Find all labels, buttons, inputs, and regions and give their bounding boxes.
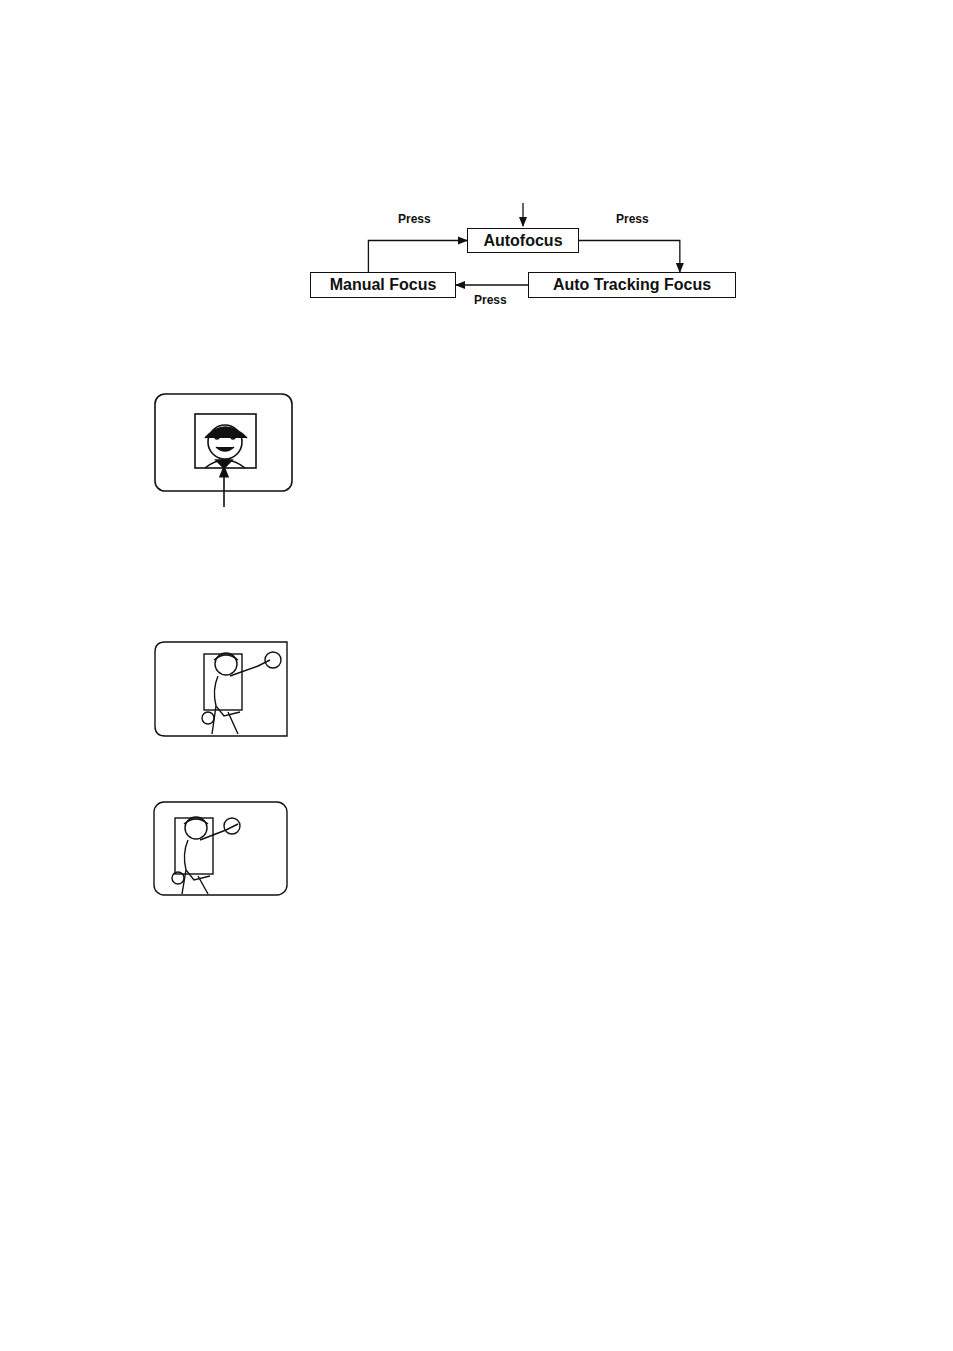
entry-arrow [522, 203, 523, 226]
cycle-arrow [579, 241, 680, 273]
cycle-arrow [456, 284, 528, 285]
cycle-arrow [368, 241, 467, 273]
mode-box: Manual Focus [310, 272, 456, 298]
edge-label: Press [614, 212, 651, 226]
viewfinder-player-2 [154, 802, 287, 895]
edge-label: Press [472, 293, 509, 307]
mode-box: Auto Tracking Focus [528, 272, 736, 298]
mode-label: Manual Focus [330, 276, 437, 294]
mode-label: Auto Tracking Focus [553, 276, 711, 294]
mode-label: Autofocus [483, 232, 562, 250]
mode-box: Autofocus [467, 228, 579, 253]
viewfinder-player-1 [155, 642, 287, 736]
viewfinder-face [155, 394, 292, 507]
edge-label: Press [396, 212, 433, 226]
